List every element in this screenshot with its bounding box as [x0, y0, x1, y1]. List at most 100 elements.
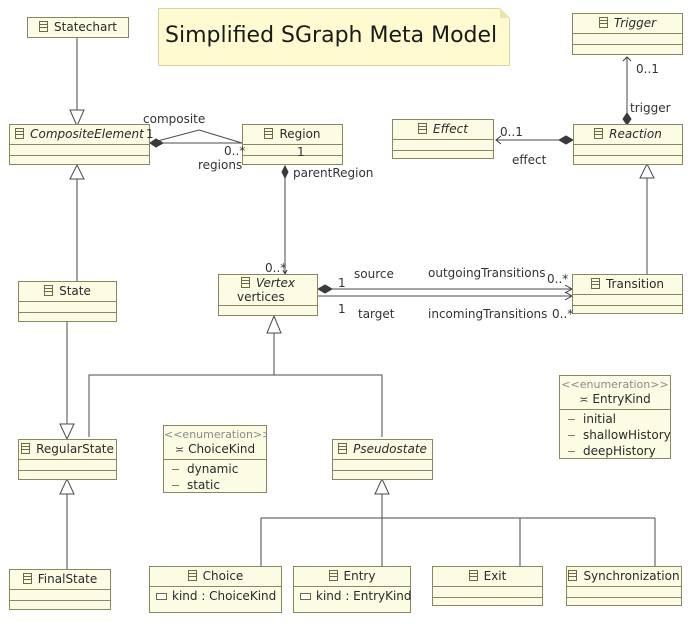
enum-choice-kind[interactable]: <<enumeration>> ≍ChoiceKind dynamic stat…: [163, 425, 267, 493]
composition-diamond: [557, 135, 575, 145]
class-pseudostate[interactable]: Pseudostate: [332, 439, 433, 480]
attribute-compartment: [10, 590, 110, 601]
class-final-state[interactable]: FinalState: [9, 569, 111, 610]
class-state[interactable]: State: [18, 281, 117, 322]
class-icon: [568, 570, 578, 581]
label-target: target: [358, 307, 395, 321]
label-outgoing-transitions: outgoingTransitions: [428, 266, 546, 280]
enum-name: EntryKind: [592, 392, 651, 406]
label-target-multiplicity: 1: [338, 302, 346, 316]
regularstate-vertex-line: [88, 374, 274, 437]
class-icon: [22, 573, 32, 584]
class-choice[interactable]: Choice kind : ChoiceKind: [149, 566, 282, 613]
attribute-compartment: [10, 145, 149, 156]
enum-name: ChoiceKind: [188, 442, 256, 456]
label-incoming-multiplicity: 0..*: [552, 307, 574, 321]
class-region[interactable]: Region: [242, 124, 343, 165]
attribute-compartment: [573, 34, 682, 45]
label-outgoing-multiplicity: 0..*: [547, 272, 569, 286]
diagram-title-note: Simplified SGraph Meta Model: [158, 8, 510, 66]
enum-literal: static: [164, 477, 266, 493]
class-composite-element[interactable]: CompositeElement: [9, 124, 150, 165]
class-effect[interactable]: Effect: [392, 119, 494, 159]
class-vertex[interactable]: Vertex vertices: [218, 274, 318, 316]
label-trigger-multiplicity: 0..1: [636, 62, 659, 76]
class-name: FinalState: [37, 572, 98, 586]
vertex-attribute: vertices: [219, 291, 317, 306]
composition-diamond: [316, 284, 334, 294]
class-regular-state[interactable]: RegularState: [18, 439, 117, 480]
class-name: Transition: [605, 277, 665, 291]
class-name: Trigger: [613, 16, 657, 30]
class-icon: [15, 128, 25, 139]
label-effect-multiplicity: 0..1: [500, 125, 523, 139]
generalization-arrowhead: [639, 162, 655, 179]
composition-diamond: [149, 138, 165, 148]
label-source: source: [354, 267, 394, 281]
class-name: Choice: [202, 569, 244, 583]
class-name: Vertex: [255, 276, 295, 290]
class-trigger[interactable]: Trigger: [572, 13, 683, 55]
class-transition[interactable]: Transition: [572, 274, 683, 314]
class-entry[interactable]: Entry kind : EntryKind: [293, 566, 412, 613]
class-name: RegularState: [36, 442, 114, 456]
label-regions-multiplicity: 0..*: [224, 144, 246, 158]
class-name: Synchronization: [583, 569, 680, 583]
attribute-compartment: [573, 295, 682, 306]
enum-literal: initial: [560, 411, 670, 427]
label-trigger: trigger: [630, 101, 671, 115]
enumeration-icon: ≍: [174, 443, 185, 456]
enum-literal: shallowHistory: [560, 427, 671, 443]
label-source-multiplicity: 1: [338, 276, 346, 290]
generalization-arrowhead: [69, 109, 85, 128]
diagram-title: Simplified SGraph Meta Model: [165, 23, 498, 48]
class-attribute: kind : EntryKind: [294, 587, 412, 605]
enum-literal: dynamic: [164, 461, 266, 477]
attribute-compartment: [567, 587, 681, 598]
class-name: State: [59, 284, 91, 298]
attribute-compartment: [243, 145, 342, 156]
enum-entry-kind[interactable]: <<enumeration>> ≍EntryKind initial shall…: [559, 375, 671, 459]
operation-compartment: [219, 306, 317, 316]
class-synchronization[interactable]: Synchronization: [566, 566, 682, 606]
class-icon: [240, 277, 250, 288]
generalization-arrowhead: [59, 477, 75, 495]
composition-diamond: [281, 164, 289, 180]
class-statechart[interactable]: Statechart: [27, 17, 129, 38]
class-name: CompositeElement: [30, 127, 144, 141]
class-exit[interactable]: Exit: [432, 566, 543, 606]
class-attribute: kind : ChoiceKind: [150, 587, 281, 605]
attribute-compartment: [574, 145, 682, 156]
generalization-arrowhead: [59, 423, 75, 441]
attribute-compartment: [393, 140, 493, 151]
generalization-arrowhead: [266, 314, 282, 334]
label-composite: composite: [143, 112, 206, 126]
class-icon: [468, 570, 478, 581]
class-icon: [590, 278, 600, 289]
class-icon: [187, 570, 197, 581]
enum-stereotype: <<enumeration>>: [561, 378, 669, 391]
class-icon: [21, 443, 31, 454]
enumeration-icon: ≍: [579, 393, 589, 406]
attribute-compartment: [19, 302, 116, 313]
label-regions: regions: [198, 158, 243, 172]
class-name: Exit: [483, 569, 507, 583]
class-icon: [338, 443, 348, 454]
generalization-arrowhead: [374, 477, 390, 495]
class-name: Entry: [343, 569, 376, 583]
class-name: Effect: [433, 122, 468, 136]
class-icon: [44, 285, 54, 296]
class-icon: [39, 21, 49, 32]
class-icon: [418, 123, 428, 134]
attribute-compartment: [19, 460, 116, 471]
generalization-arrowhead: [69, 163, 85, 180]
class-name: Statechart: [54, 20, 117, 34]
class-icon: [598, 17, 608, 28]
attribute-compartment: [433, 587, 542, 598]
enum-literal: deepHistory: [560, 443, 670, 459]
class-reaction[interactable]: Reaction: [573, 124, 683, 165]
label-composite-multiplicity: 1: [146, 127, 154, 141]
pseudostate-vertex-line: [274, 374, 383, 437]
label-vertices-multiplicity: 0..*: [265, 261, 287, 275]
